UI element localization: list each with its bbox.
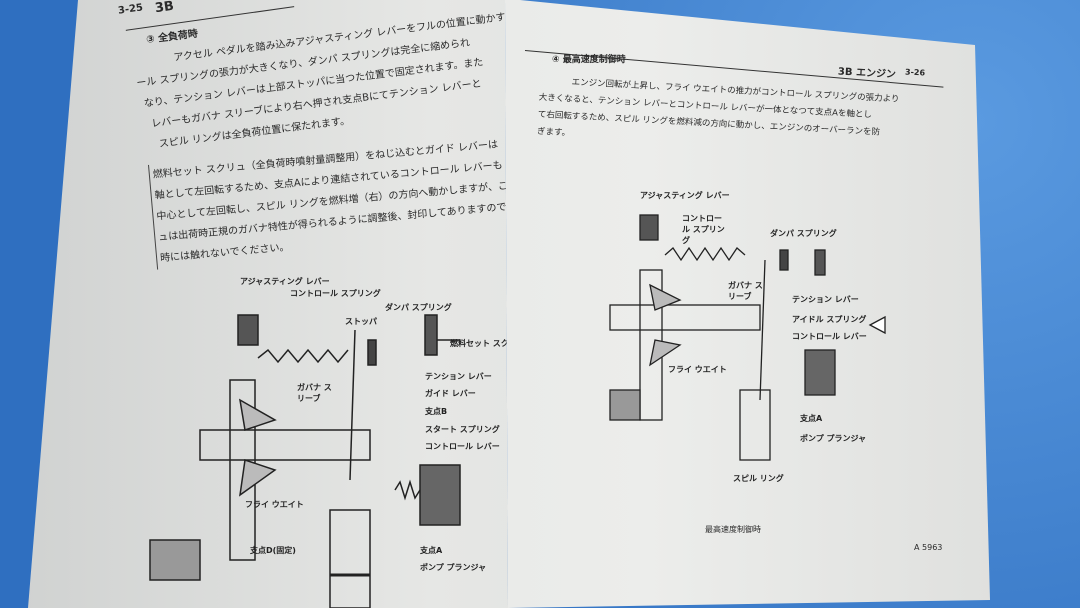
figure-caption: 最高速度制御時: [705, 525, 761, 534]
label-damper-spring: ダンパ スプリング: [770, 229, 837, 238]
label-fly-weight: フライ ウエイト: [245, 500, 304, 509]
label-damper-spring: ダンパ スプリング: [385, 303, 452, 312]
label-spill-ring: スピル リング: [733, 474, 784, 483]
label-pump-plunger: ポンプ プランジャ: [420, 563, 487, 572]
label-stopper: ストッパ: [345, 317, 377, 326]
label-fly-weight: フライ ウエイト: [668, 365, 727, 374]
label-fulcrum-a: 支点A: [420, 546, 443, 555]
label-fulcrum-a: 支点A: [800, 414, 823, 423]
label-fulcrum-b: 支点B: [425, 407, 448, 416]
label-start-spring: スタート スプリング: [425, 425, 500, 434]
label-control-spring: コントロール スプリング: [290, 289, 381, 298]
label-tension-lever: テンション レバー: [792, 295, 859, 304]
label-control-lever: コントロール レバー: [425, 442, 500, 451]
label-pump-plunger: ポンプ プランジャ: [800, 434, 867, 443]
label-control-spring: コントロール スプリング: [682, 214, 725, 245]
label-fuel-set-screw: 燃料セット スクリュ: [450, 339, 525, 348]
label-adjusting-lever: アジャスティング レバー: [640, 191, 730, 200]
label-adjusting-lever: アジャスティング レバー: [240, 277, 330, 286]
label-tension-lever: テンション レバー: [425, 372, 492, 381]
label-idle-spring: アイドル スプリング: [792, 315, 867, 324]
figure-number: A 5963: [914, 543, 943, 552]
label-fulcrum-d: 支点D(固定): [250, 546, 296, 555]
label-control-lever: コントロール レバー: [792, 332, 867, 341]
label-guide-lever: ガイド レバー: [425, 389, 476, 398]
label-governor-sleeve: ガバナ スリーブ: [297, 383, 332, 403]
label-governor-sleeve: ガバナ スリーブ: [728, 281, 763, 301]
section-title: ④ 最高速度制御時: [552, 55, 626, 65]
